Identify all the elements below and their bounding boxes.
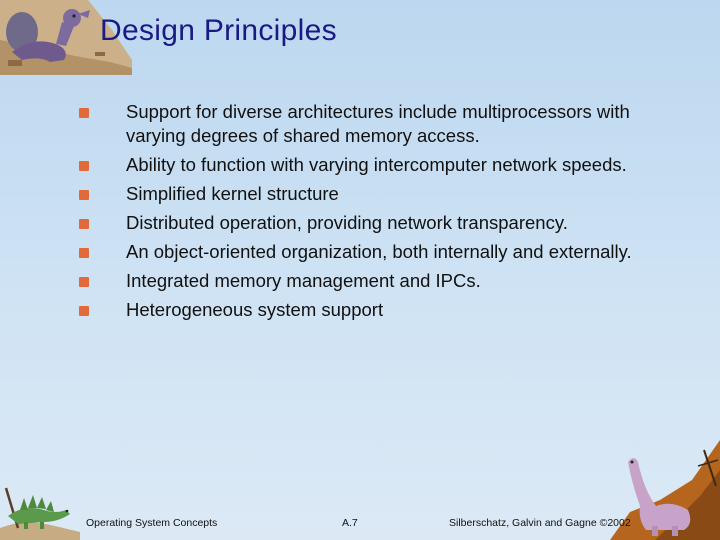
list-item: An object-oriented organization, both in…	[76, 240, 676, 264]
bullet-text: Integrated memory management and IPCs.	[126, 270, 481, 291]
bullet-list: Support for diverse architectures includ…	[76, 100, 676, 327]
bullet-text: Heterogeneous system support	[126, 299, 384, 320]
square-bullet-icon	[79, 306, 89, 316]
square-bullet-icon	[79, 248, 89, 258]
square-bullet-icon	[79, 161, 89, 171]
long-neck-dinosaur-illustration	[610, 440, 720, 540]
bullet-text: An object-oriented organization, both in…	[126, 241, 632, 262]
list-item: Heterogeneous system support	[76, 298, 676, 322]
list-item: Distributed operation, providing network…	[76, 211, 676, 235]
stegosaurus-illustration	[0, 487, 80, 540]
list-item: Support for diverse architectures includ…	[76, 100, 676, 148]
footer-copyright: Silberschatz, Galvin and Gagne ©2002	[449, 517, 631, 529]
footer-page-number: A.7	[342, 517, 358, 529]
square-bullet-icon	[79, 108, 89, 118]
list-item: Simplified kernel structure	[76, 182, 676, 206]
square-bullet-icon	[79, 277, 89, 287]
list-item: Integrated memory management and IPCs.	[76, 269, 676, 293]
bullet-text: Ability to function with varying interco…	[126, 154, 627, 175]
list-item: Ability to function with varying interco…	[76, 153, 676, 177]
bullet-text: Support for diverse architectures includ…	[126, 101, 630, 146]
square-bullet-icon	[79, 219, 89, 229]
footer-course: Operating System Concepts	[86, 517, 218, 529]
slide-title: Design Principles	[100, 14, 337, 47]
bullet-text: Distributed operation, providing network…	[126, 212, 568, 233]
square-bullet-icon	[79, 190, 89, 200]
dinosaur-illustration	[0, 0, 132, 75]
bullet-text: Simplified kernel structure	[126, 183, 339, 204]
